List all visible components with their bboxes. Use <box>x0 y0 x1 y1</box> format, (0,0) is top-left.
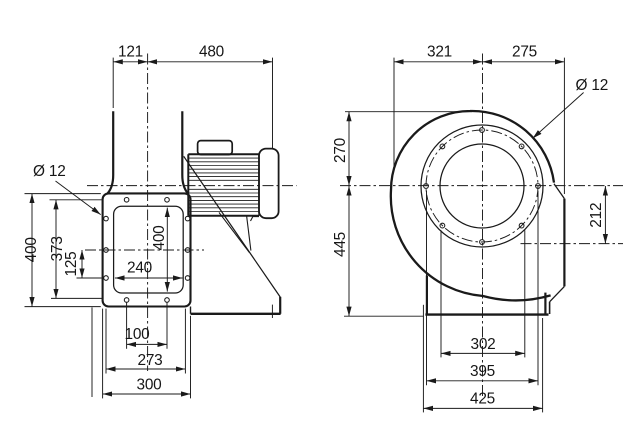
centerlines-side <box>85 53 297 371</box>
dim-label-outlet-axis: 212 <box>588 203 605 228</box>
support-bracket <box>183 155 282 318</box>
dim-label-plate-width: 300 <box>136 376 161 393</box>
volute-outline <box>389 109 556 302</box>
dim-label-opening-width: 240 <box>127 260 152 277</box>
side-view: 121 480 Ø 12 400 373 125 240 400 100 273… <box>23 44 297 399</box>
dimension-lines-side <box>29 59 273 397</box>
dim-label-right-half: 275 <box>512 44 537 61</box>
dim-label-hole-cols: 273 <box>137 352 162 369</box>
dim-label-base-holes-span: 302 <box>470 336 495 353</box>
motor-cap-notch <box>250 216 259 222</box>
dim-label-hole-dia-side: Ø 12 <box>33 163 66 180</box>
dim-label-flange-holes-span: 395 <box>470 363 495 380</box>
dim-label-plate-height: 400 <box>23 237 40 262</box>
front-view: 321 275 Ø 12 270 445 212 302 395 425 <box>332 44 623 413</box>
outlet-duct <box>106 111 189 195</box>
outlet-flange <box>548 183 566 314</box>
extension-lines-front <box>344 57 565 413</box>
dim-label-top-to-axis: 270 <box>332 138 349 163</box>
motor <box>187 139 280 222</box>
dim-label-motor-length: 480 <box>199 44 224 61</box>
motor-fins <box>188 157 259 212</box>
dim-label-base-width: 425 <box>470 391 495 408</box>
motor-end-cap <box>258 147 280 220</box>
dimension-lines-front <box>346 59 608 411</box>
dim-label-duct-offset: 121 <box>118 44 143 61</box>
motor-junction-box <box>196 139 234 156</box>
pedestal-base <box>425 275 549 316</box>
dim-label-left-half: 321 <box>427 44 452 61</box>
hole-leader-side <box>55 180 101 215</box>
dim-label-hole-rows: 373 <box>49 236 66 261</box>
hole-leader-front <box>532 92 584 139</box>
dim-label-hole-offset: 125 <box>63 251 80 276</box>
dim-label-axis-to-base: 445 <box>332 232 349 257</box>
extension-lines-side <box>24 57 273 399</box>
dim-label-base-holes: 100 <box>124 326 149 343</box>
dim-label-opening-height: 400 <box>151 225 168 250</box>
dim-label-hole-dia-front: Ø 12 <box>576 77 609 94</box>
centerlines-front <box>340 53 623 397</box>
